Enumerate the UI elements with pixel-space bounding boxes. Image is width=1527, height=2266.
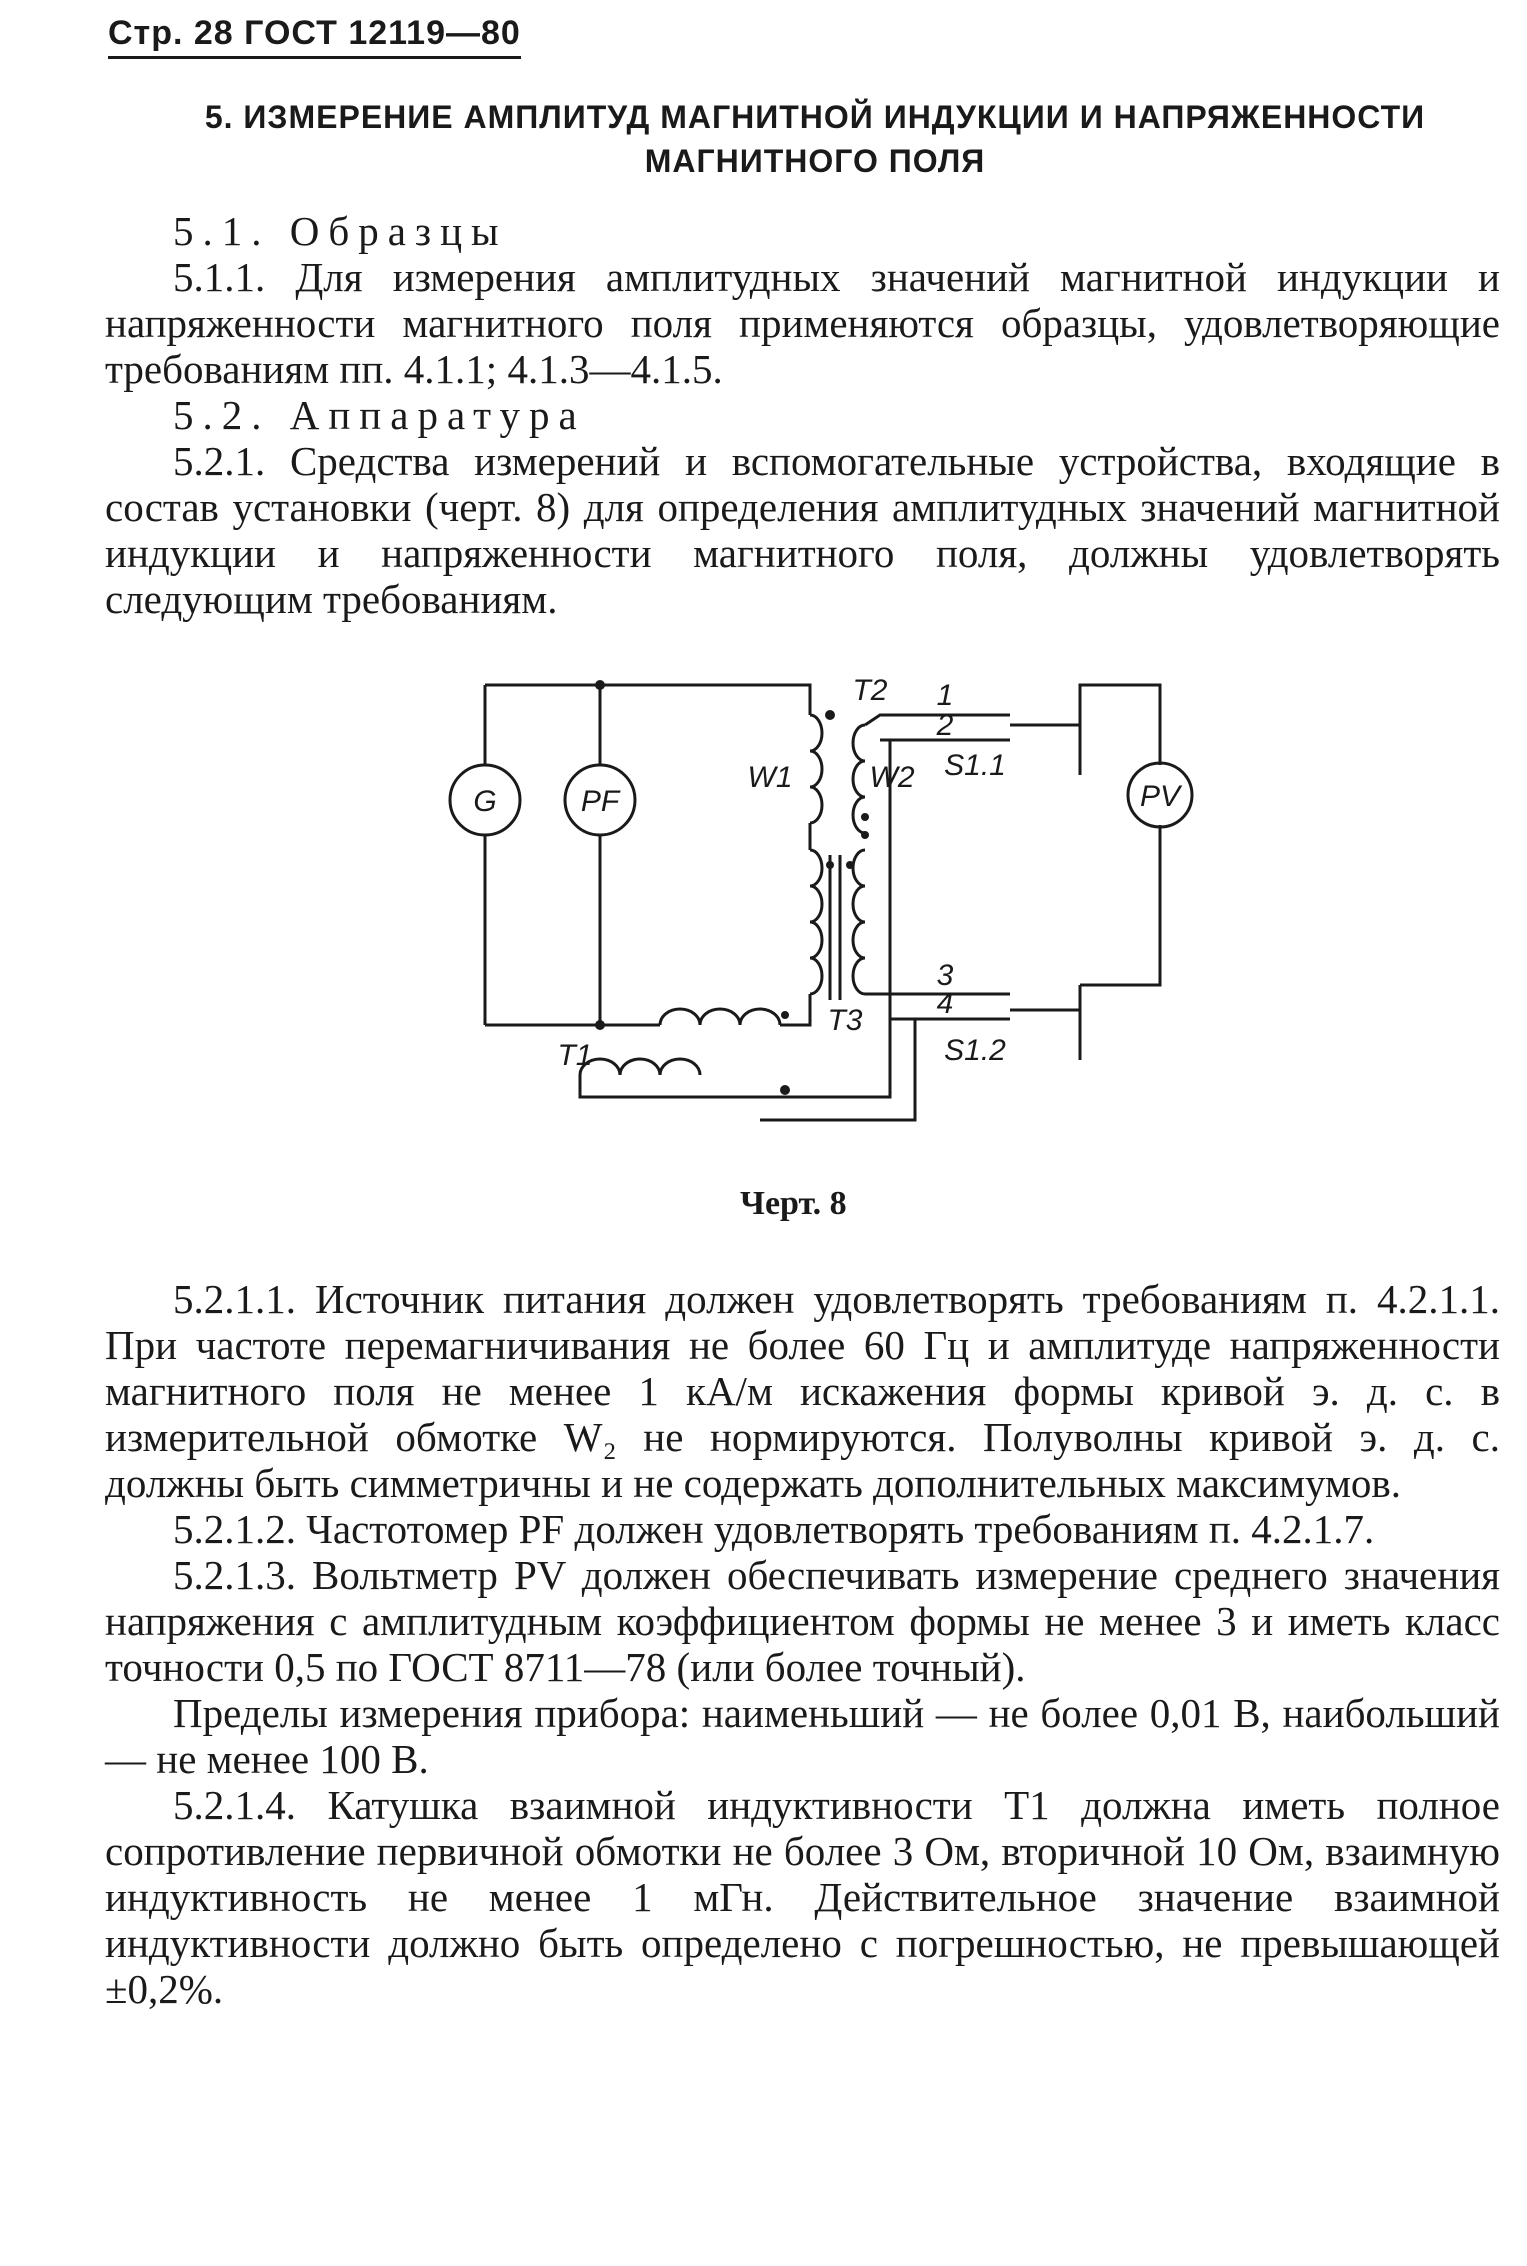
text-block-bottom: 5.2.1.1. Источник питания должен удовлет… <box>105 1276 1500 2012</box>
w1-label: W1 <box>748 761 793 794</box>
t3-label: T3 <box>827 1004 862 1037</box>
terminal-3-label: 3 <box>937 959 954 992</box>
terminal-2-label: 2 <box>936 709 954 742</box>
circuit-diagram: G PF PV T2 T3 T1 W1 W2 1 2 3 4 S1.1 S1.2 <box>448 674 1194 1122</box>
terminal-1-label: 1 <box>937 679 954 712</box>
terminal-4-label: 4 <box>937 987 954 1020</box>
paragraph-5-2-1-3: 5.2.1.3. Вольтметр PV должен обеспечиват… <box>105 1552 1500 1690</box>
page-header: Стр. 28 ГОСТ 12119—80 <box>108 14 521 59</box>
t1-label: T1 <box>557 1039 592 1072</box>
paragraph-5-1: 5.1. Образцы <box>173 208 508 254</box>
generator-label: G <box>473 785 496 818</box>
t2-label: T2 <box>852 674 887 707</box>
paragraph-5-2: 5.2. Аппаратура <box>173 392 586 438</box>
frequency-meter-label: PF <box>581 785 621 818</box>
paragraph-5-2-1-1: 5.2.1.1. Источник питания должен удовлет… <box>105 1276 1500 1506</box>
paragraph-5-2-1-3-limits: Пределы измерения прибора: наименьший — … <box>105 1690 1500 1782</box>
w2-label: W2 <box>870 761 915 794</box>
switch-s1-2-label: S1.2 <box>944 1034 1006 1067</box>
figure-caption: Черт. 8 <box>740 1185 847 1222</box>
text-block-top: 5.1. Образцы 5.1.1. Для измерения амплит… <box>105 208 1500 622</box>
paragraph-5-2-1: 5.2.1. Средства измерений и вспомогатель… <box>105 438 1500 622</box>
section-title: 5. ИЗМЕРЕНИЕ АМПЛИТУД МАГНИТНОЙ ИНДУКЦИИ… <box>204 99 1426 179</box>
paragraph-5-1-1: 5.1.1. Для измерения амплитудных значени… <box>105 254 1500 392</box>
paragraph-5-2-1-4: 5.2.1.4. Катушка взаимной индуктивности … <box>105 1782 1500 2012</box>
voltmeter-label: PV <box>1140 780 1183 813</box>
switch-s1-1-label: S1.1 <box>944 749 1006 782</box>
paragraph-5-2-1-2: 5.2.1.2. Частотомер PF должен удовлетвор… <box>173 1506 1375 1552</box>
